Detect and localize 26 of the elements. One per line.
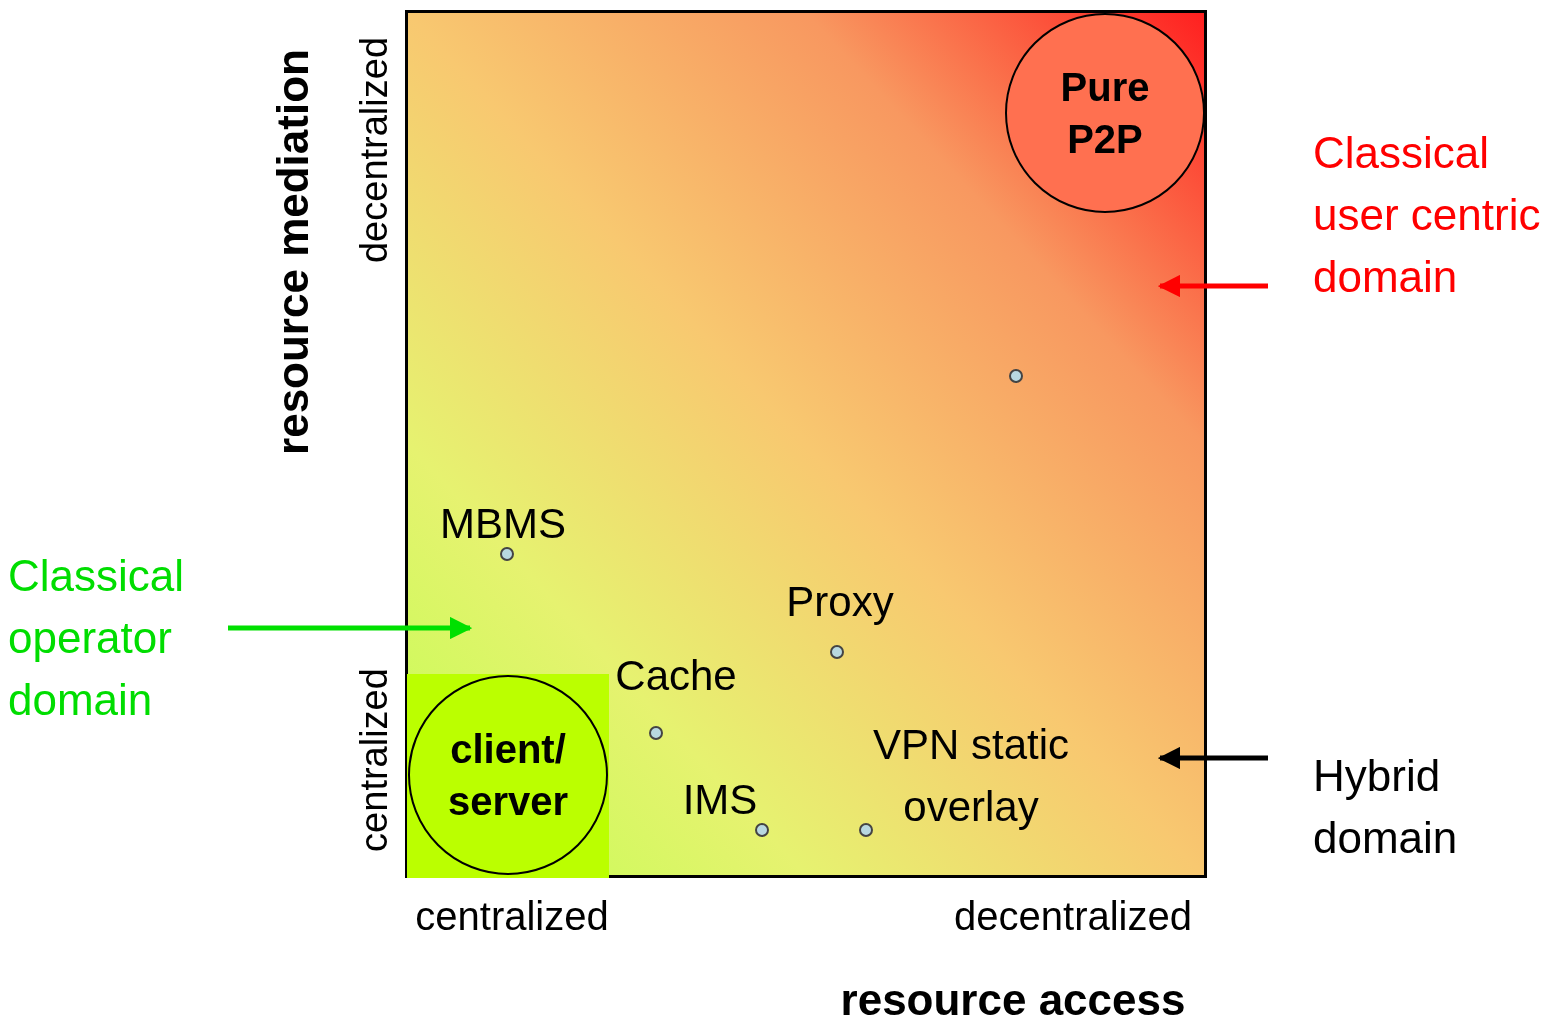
- gradient-plot-area: [405, 10, 1207, 878]
- point-label: MBMS: [439, 499, 567, 549]
- point-marker: [500, 547, 514, 561]
- point-marker: [830, 645, 844, 659]
- point-marker: [859, 823, 873, 837]
- axis-label: decentralized: [954, 894, 1192, 938]
- circle-label: client/ server: [446, 726, 570, 825]
- axis-label: resource mediation: [268, 49, 318, 455]
- point-marker: [1009, 369, 1023, 383]
- axis-label: resource access: [840, 975, 1186, 1025]
- arrow: [228, 616, 473, 640]
- circle-label: Pure P2P: [1059, 64, 1151, 163]
- axis-label: Cache: [615, 652, 737, 700]
- point-label: Proxy: [785, 577, 895, 627]
- domain-label: Classical user centric domain: [1313, 127, 1542, 303]
- point-label: VPN static overlay: [871, 720, 1071, 832]
- point-label: IMS: [681, 775, 759, 825]
- axis-label: decentralized: [354, 37, 396, 263]
- arrow: [1157, 274, 1268, 298]
- point-marker: [649, 726, 663, 740]
- domain-label: Classical operator domain: [8, 550, 186, 726]
- axis-label: centralized: [415, 894, 609, 938]
- axis-label: centralized: [354, 668, 396, 852]
- domain-label: Hybrid domain: [1313, 750, 1459, 864]
- arrow: [1157, 746, 1268, 770]
- point-marker: [755, 823, 769, 837]
